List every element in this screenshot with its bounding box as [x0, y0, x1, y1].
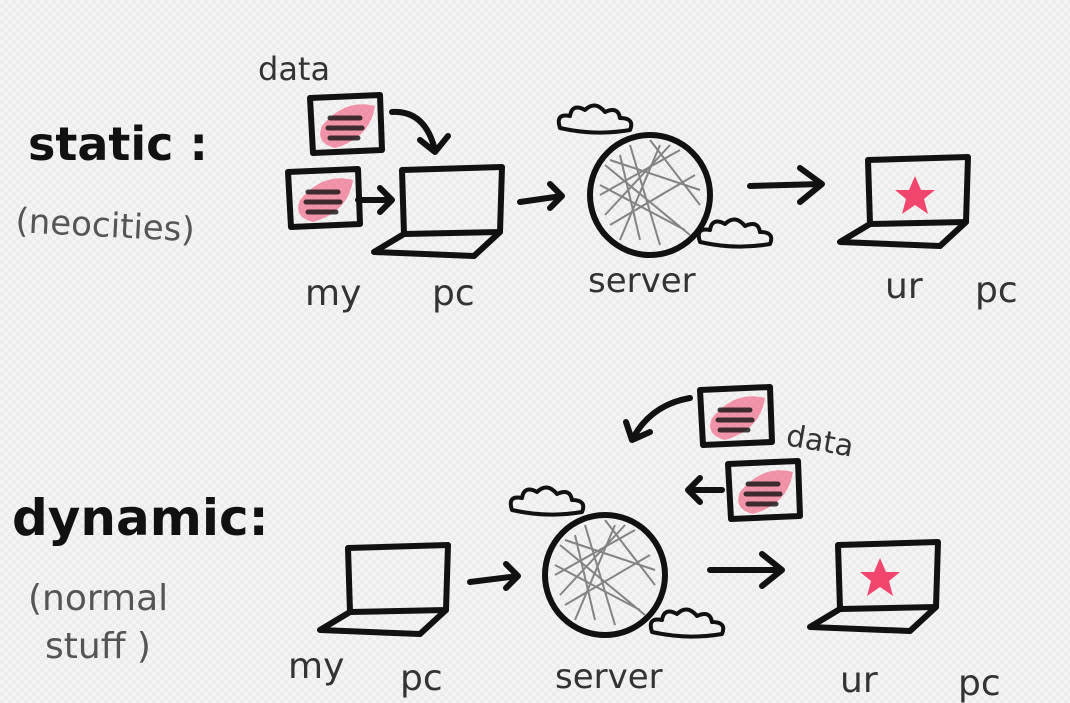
arrow-icon [355, 185, 395, 215]
dynamic-subtitle-1: (normal [28, 578, 168, 619]
arrow-icon [707, 551, 785, 589]
cloud-icon [696, 217, 774, 249]
dynamic-title: dynamic: [12, 489, 269, 547]
dynamic-section: dynamic: (normal stuff ) data my pc serv… [12, 387, 1001, 703]
static-subtitle: (neocities) [15, 201, 196, 250]
star-icon [895, 176, 935, 214]
static-title: static : [28, 117, 208, 171]
static-data-label: data [258, 50, 330, 88]
my-pc-laptop-icon [374, 167, 502, 256]
static-ur-label: ur [885, 266, 923, 307]
arrow-icon [747, 165, 825, 205]
dynamic-data-label: data [784, 418, 857, 464]
cloud-icon [508, 485, 586, 517]
static-section: static : (neocities) data my pc server u… [15, 50, 1018, 314]
dynamic-pc-label: pc [400, 658, 443, 699]
data-file-icon [728, 461, 800, 519]
arrow-icon [623, 395, 693, 443]
data-file-icon [288, 169, 360, 227]
dynamic-ur-label: ur [840, 660, 878, 701]
arrow-icon [389, 108, 451, 155]
ur-pc-laptop-icon [840, 157, 968, 246]
data-file-icon [310, 95, 382, 153]
dynamic-server-label: server [555, 657, 663, 697]
dynamic-subtitle-2: stuff ) [45, 626, 151, 667]
dynamic-my-label: my [288, 646, 344, 687]
cloud-icon [648, 607, 726, 639]
data-file-icon [700, 387, 772, 445]
dynamic-ur-pc-label: pc [958, 663, 1001, 703]
cloud-icon [556, 103, 634, 135]
static-pc-label: pc [432, 273, 475, 314]
my-pc-laptop-icon [320, 545, 448, 634]
static-server-label: server [588, 261, 696, 301]
server-globe-icon [590, 135, 710, 255]
static-my-label: my [305, 273, 361, 314]
static-ur-pc-label: pc [975, 270, 1018, 311]
server-globe-icon [545, 515, 665, 635]
arrow-icon [685, 475, 725, 505]
star-icon [860, 558, 900, 596]
arrow-icon [467, 561, 521, 591]
arrow-icon [517, 181, 565, 211]
